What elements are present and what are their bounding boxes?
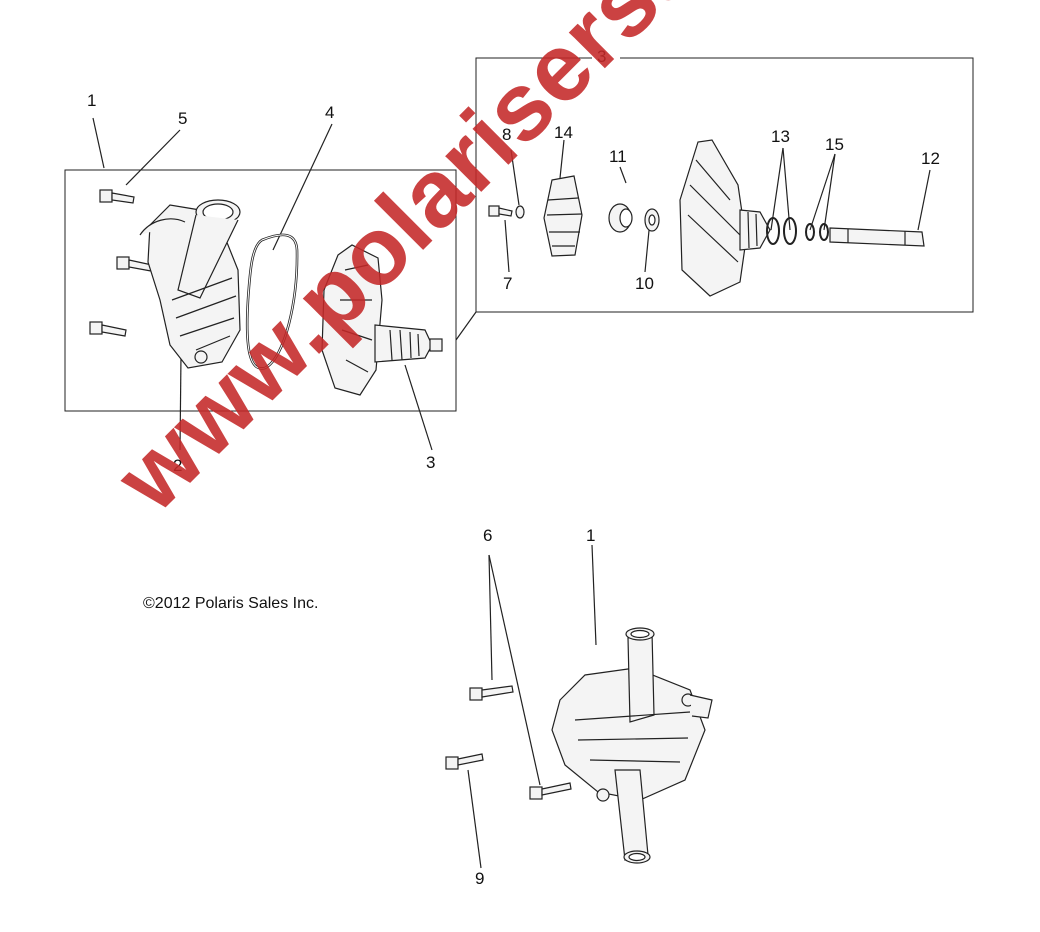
o-ring-13a [766,217,780,245]
callout-3-top: 3 [597,47,607,66]
callout-10: 10 [635,274,654,293]
callout-11: 11 [609,147,627,166]
shaft-12 [829,227,925,247]
ring-15a [805,223,815,241]
impeller-14 [543,175,583,257]
bolt-9 [445,753,484,770]
o-ring-13b [783,217,797,245]
assembly-box-1 [64,169,457,412]
assembly-box-3 [475,57,974,313]
bolt-6b [529,782,572,800]
bolt-5a [99,189,135,204]
o-ring-4 [245,233,299,370]
washer-10 [644,208,660,232]
ring-15b [819,223,829,241]
bolt-6a [469,685,514,701]
callout-15: 15 [825,135,844,154]
callout-3-mid: 3 [426,453,436,472]
callout-8: 8 [502,125,512,144]
copyright-text: ©2012 Polaris Sales Inc. [143,595,319,612]
housing-2 [139,199,241,369]
pump-body-3 [321,244,443,396]
washer-8 [515,205,525,219]
callout-7: 7 [503,274,513,293]
bolt-5b [116,256,153,272]
callout-4: 4 [325,103,335,122]
callout-1-bottom: 1 [586,526,596,545]
bolt-7 [488,205,513,217]
cover-body [679,139,771,297]
callout-6: 6 [483,526,493,545]
callout-1-top: 1 [87,91,97,110]
callout-14: 14 [554,123,573,142]
callout-12: 12 [921,149,940,168]
callout-2: 2 [173,456,183,475]
pump-assembly-1 [551,627,713,864]
callout-13: 13 [771,127,790,146]
seal-11 [608,203,633,233]
callout-5: 5 [178,109,188,128]
bolt-5c [89,321,127,337]
callout-9: 9 [475,869,485,888]
